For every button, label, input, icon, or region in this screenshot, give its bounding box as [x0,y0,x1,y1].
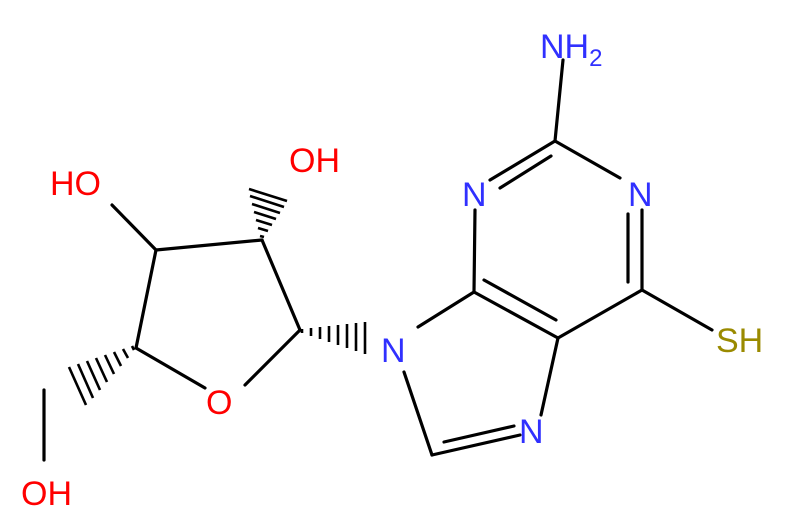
bond-c5-n7 [539,336,560,417]
bond-c2-c3 [154,238,264,252]
oh-5prime-label: OH [21,475,72,513]
bond-c4-n9 [416,290,476,329]
bond-c4-o4 [134,346,207,390]
bond-c1-c2 [260,238,302,332]
bond-c2-nh2 [553,58,565,143]
bond-c6-c5 [556,288,644,340]
bond-o4-c1 [243,328,302,387]
oh-2prime-label: OH [289,142,340,180]
bond-n9-c8 [402,370,434,457]
bond-c2-n3 [488,139,557,182]
bond-c4-c5 [472,290,560,340]
bond-n3-c4 [472,208,477,294]
wedge-c2-oh [248,187,288,239]
bond-c3-c4 [134,248,158,350]
bond-c2-n1 [553,139,622,180]
sh-label: SH [716,322,763,360]
n3-label: N [462,176,487,214]
atom-labels: NH2 N N N N SH OH HO O OH [21,28,763,513]
bond-c3-oh [110,203,158,252]
n9-label: N [381,332,406,370]
oh-3prime-label: HO [50,165,101,203]
bond-c2-n3-inner [498,154,553,190]
bond-c8-n7-inner [442,424,516,444]
ribose-bonds [42,187,367,462]
bond-c4-c5-inner [482,278,558,322]
purine-bonds [402,58,714,457]
bond-c6-sh [640,288,714,332]
nh2-label: NH2 [540,28,602,72]
wedge-c4-c5 [67,345,136,406]
o4-ring-label: O [206,384,232,422]
wedge-c1-n9 [300,322,367,354]
n1-label: N [628,176,653,214]
n7-label: N [519,413,544,451]
bond-c8-n7 [430,433,522,457]
